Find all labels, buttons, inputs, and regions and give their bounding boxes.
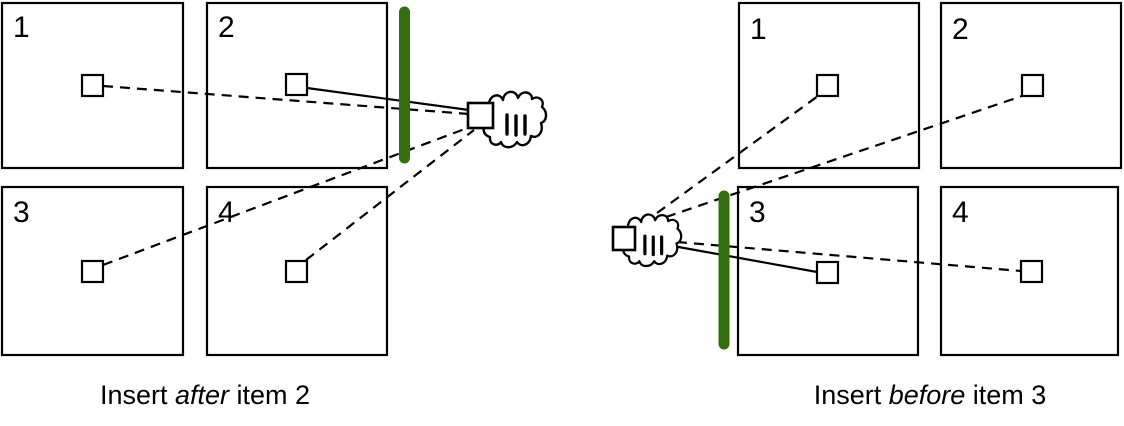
item-handles (80, 72, 309, 284)
item3-drag-handle (815, 260, 840, 285)
item-number: 3 (749, 196, 766, 229)
connector-item3-solid (672, 244, 818, 274)
item-number: 3 (13, 196, 30, 229)
item2-drag-handle (1020, 73, 1045, 98)
caption-insert-before: Insert before item 3 (735, 380, 1124, 411)
item4-drag-handle (284, 259, 309, 284)
grab-hand-creases (505, 113, 527, 137)
connector-item4-dashed (305, 129, 475, 261)
dragged-handle (611, 225, 637, 252)
caption-suffix: item 2 (229, 380, 311, 410)
panel-insert-before: 1 2 3 4 (611, 1, 1123, 357)
caption-prefix: Insert (99, 380, 175, 410)
panel-insert-after: 1 2 3 4 (0, 1, 548, 357)
caption-suffix: item 3 (965, 380, 1047, 410)
grid-item-2: 2 (205, 1, 389, 170)
item1-drag-handle (80, 73, 105, 98)
grab-hand-icon (620, 213, 683, 268)
dragged-handle (466, 101, 495, 130)
connector-item4-dashed (676, 240, 1022, 273)
item-number: 4 (218, 196, 235, 229)
item-handles (815, 73, 1045, 285)
item-number: 2 (218, 11, 235, 44)
grab-hand-outline (620, 213, 683, 268)
item-number: 2 (952, 13, 969, 46)
item-number: 1 (13, 11, 30, 44)
item1-drag-handle (815, 73, 840, 98)
connector-item2-solid (306, 86, 470, 112)
caption-emphasis: before (888, 380, 966, 410)
item4-drag-handle (1019, 259, 1044, 284)
item3-drag-handle (80, 259, 105, 284)
item2-drag-handle (284, 72, 309, 97)
item-number: 1 (750, 13, 767, 46)
connector-item2-dashed (665, 94, 1023, 219)
item-number: 4 (952, 196, 969, 229)
item-frame (205, 1, 389, 170)
caption-prefix: Insert (813, 380, 889, 410)
grab-hand-creases (643, 234, 664, 257)
caption-insert-after: Insert after item 2 (10, 380, 400, 411)
grab-hand-outline (480, 90, 548, 149)
grab-hand-icon (480, 90, 548, 149)
caption-emphasis: after (174, 380, 230, 410)
connection-lines (656, 94, 1023, 274)
